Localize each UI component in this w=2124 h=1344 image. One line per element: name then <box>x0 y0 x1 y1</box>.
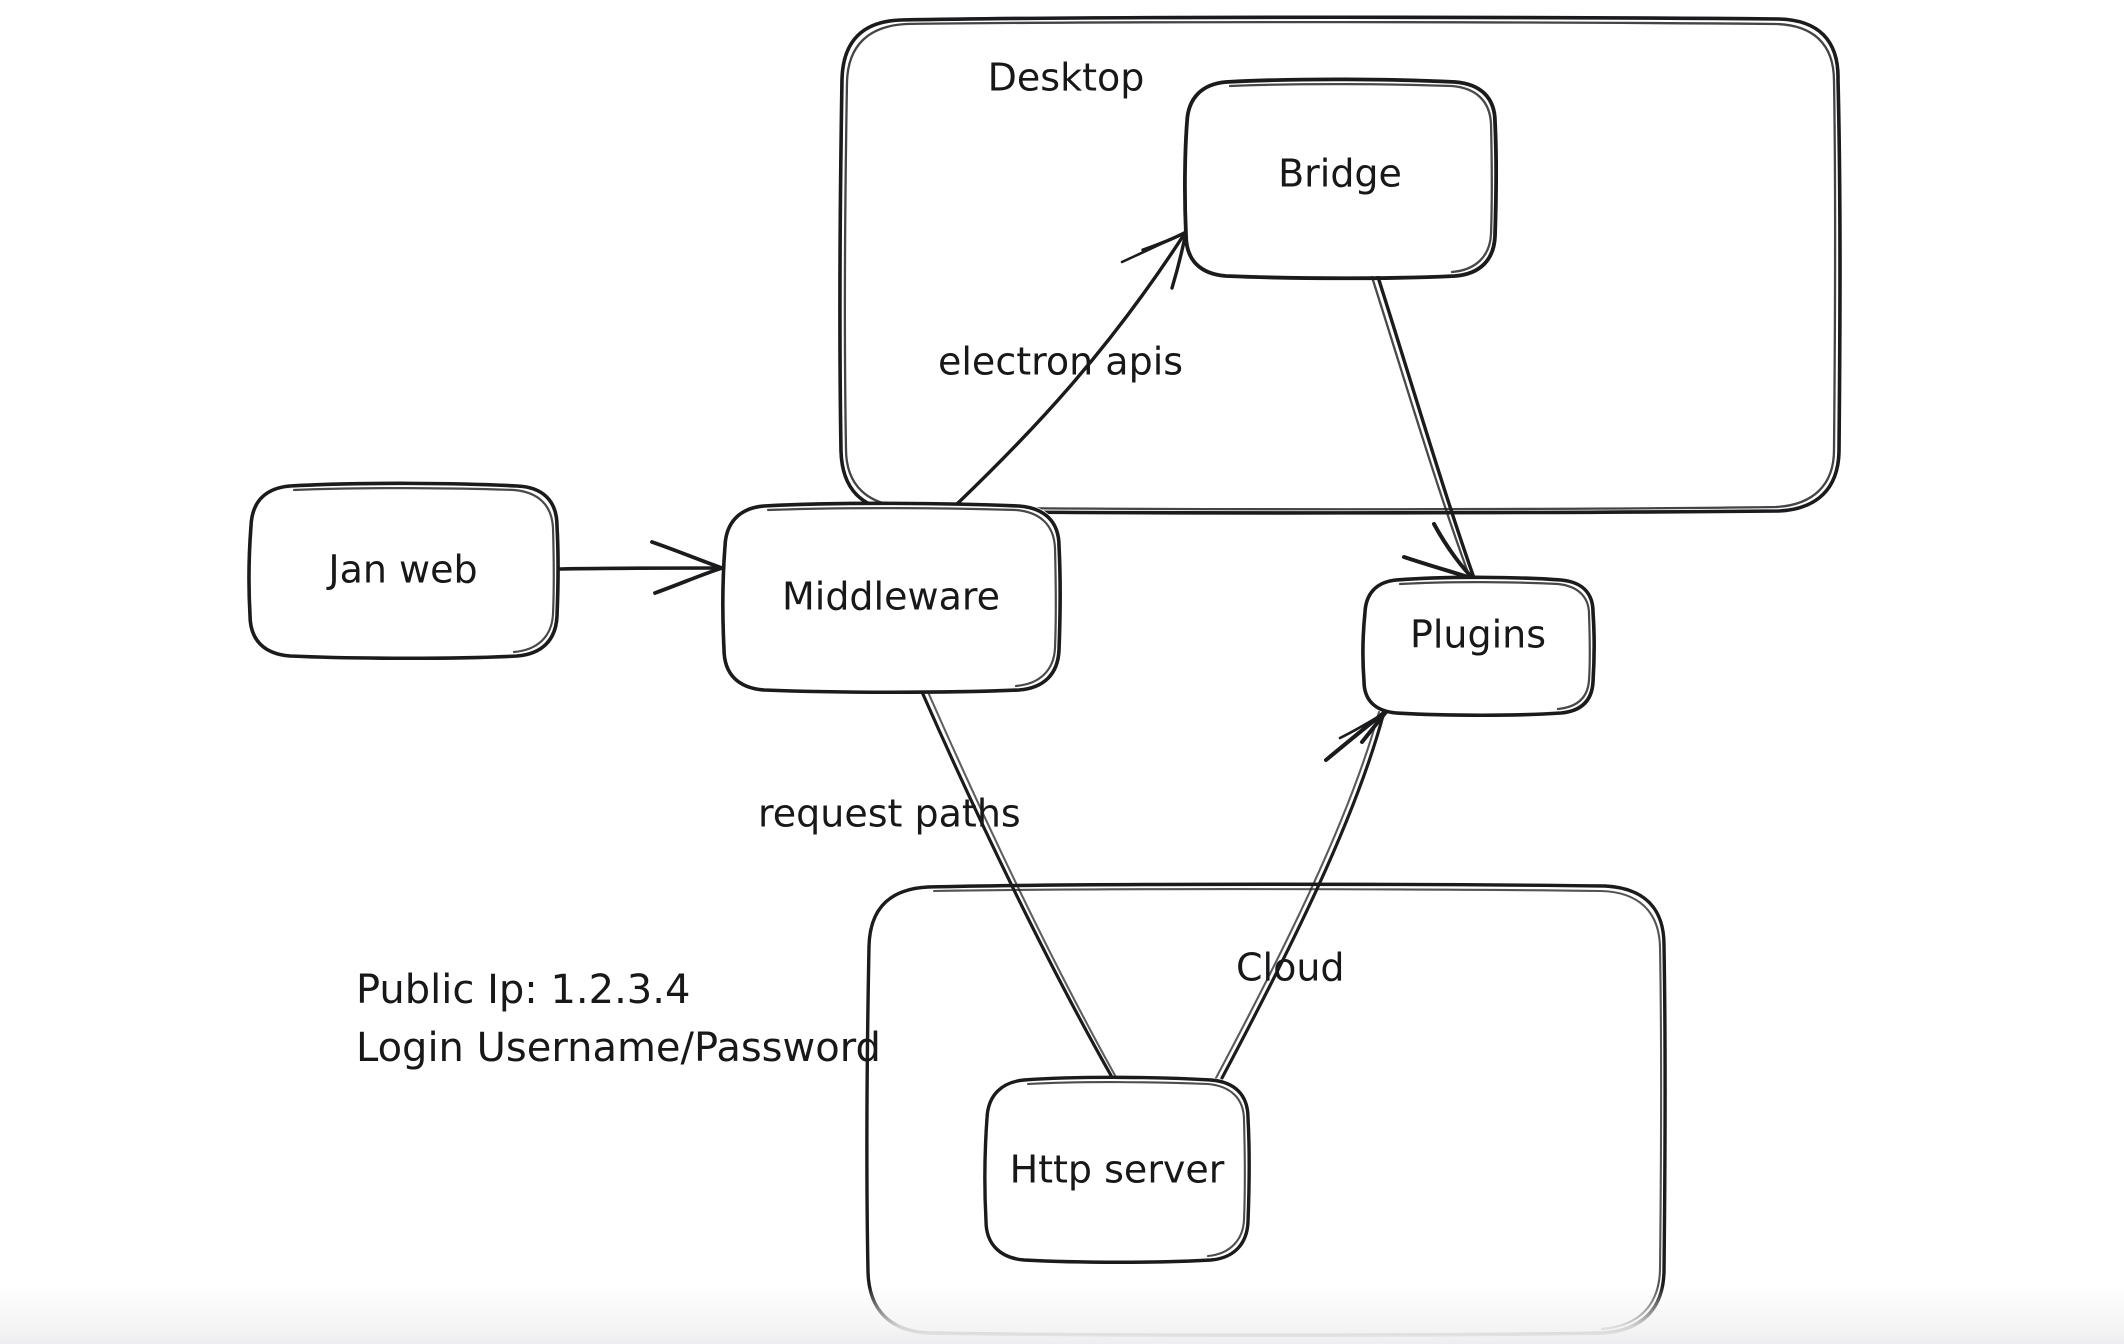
edge-jan-web-to-middleware <box>558 540 724 595</box>
node-http-server[interactable]: Http server <box>983 1075 1251 1264</box>
node-bridge[interactable]: Bridge <box>1183 77 1499 281</box>
node-label-middleware: Middleware <box>782 575 1000 619</box>
group-label-desktop: Desktop <box>988 56 1145 100</box>
edge-middleware-to-http-server: request paths <box>758 690 1119 1081</box>
node-plugins[interactable]: Plugins <box>1361 575 1596 718</box>
node-label-jan-web: Jan web <box>326 548 477 592</box>
node-middleware[interactable]: Middleware <box>721 501 1062 695</box>
node-label-http-server: Http server <box>1010 1148 1225 1192</box>
node-label-plugins: Plugins <box>1410 613 1546 657</box>
edge-label-electron-apis: electron apis <box>938 340 1183 384</box>
node-jan-web[interactable]: Jan web <box>247 481 560 661</box>
note-public-ip: Public Ip: 1.2.3.4 Login Username/Passwo… <box>356 967 881 1071</box>
note-line-public-ip: Public Ip: 1.2.3.4 <box>356 967 690 1013</box>
edge-http-server-to-plugins: Cloud <box>1214 710 1388 1080</box>
edge-label-cloud: Cloud <box>1236 946 1345 990</box>
edge-middleware-to-bridge: electron apis <box>938 230 1188 506</box>
edge-label-request-paths: request paths <box>758 792 1021 836</box>
note-line-login: Login Username/Password <box>356 1025 881 1071</box>
node-label-bridge: Bridge <box>1278 152 1402 196</box>
